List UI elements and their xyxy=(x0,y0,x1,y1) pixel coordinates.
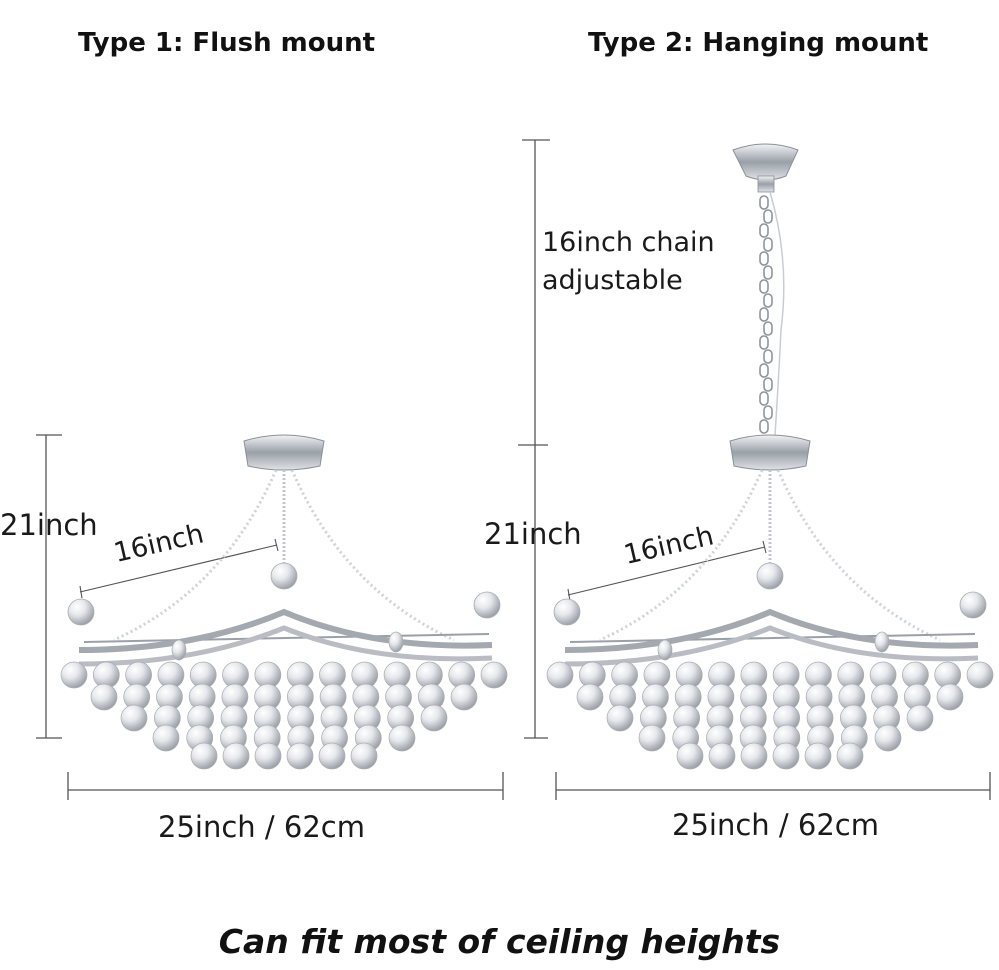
flush-mount-title: Type 1: Flush mount xyxy=(78,28,376,58)
chain-length-label: 16inch chain adjustable xyxy=(542,224,715,300)
hanging-mount-chandelier xyxy=(546,434,994,770)
hanging-height-label: 21inch xyxy=(484,517,582,551)
hanging-mount-title: Type 2: Hanging mount xyxy=(588,28,929,58)
flush-width-dimension xyxy=(67,772,504,800)
chain-links xyxy=(759,195,773,434)
flush-height-label: 21inch xyxy=(0,508,98,542)
hanging-width-dimension xyxy=(555,772,991,800)
hanging-ceiling-canopy xyxy=(732,143,799,193)
flush-mount-chandelier xyxy=(60,434,508,770)
hanging-height-dimension xyxy=(518,444,548,739)
footer-tagline: Can fit most of ceiling heights xyxy=(218,922,781,961)
flush-height-dimension xyxy=(36,434,62,739)
hanging-chain-dimension xyxy=(522,139,550,445)
chain-length-line2: adjustable xyxy=(542,265,683,296)
hanging-width-label: 25inch / 62cm xyxy=(672,808,879,842)
flush-diagonal-dimension xyxy=(79,538,279,599)
hanging-chain xyxy=(769,191,785,436)
chain-length-line1: 16inch chain xyxy=(542,227,715,258)
flush-width-label: 25inch / 62cm xyxy=(158,810,365,844)
